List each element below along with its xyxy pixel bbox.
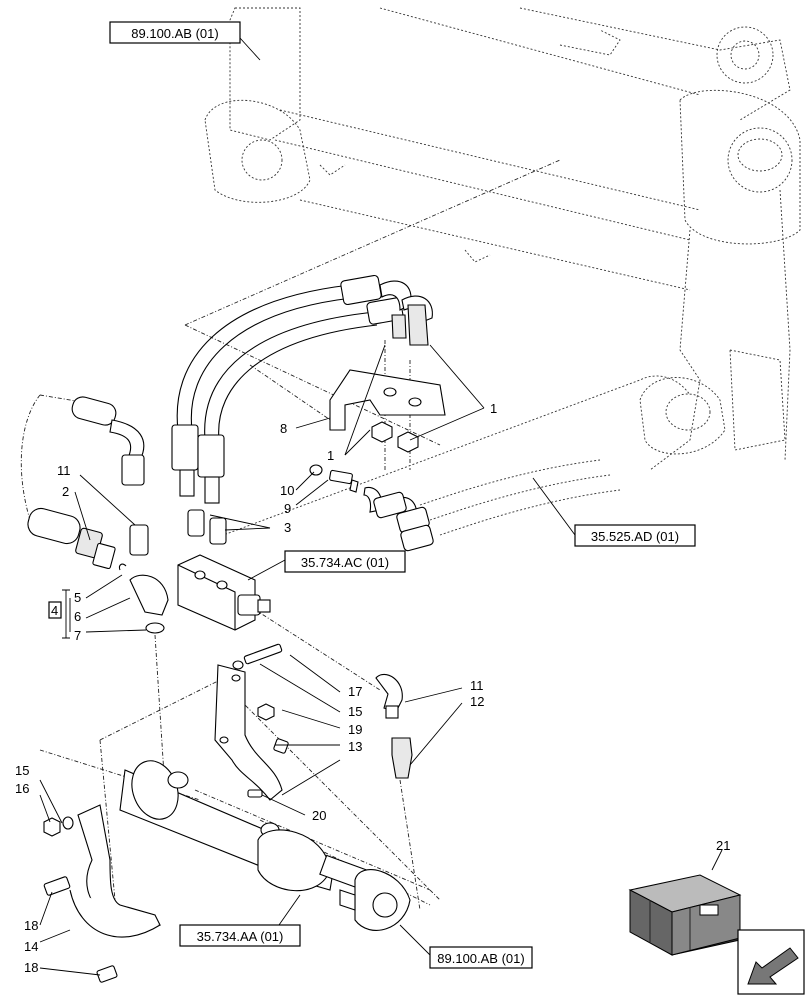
callout-13: 13	[348, 739, 362, 754]
ref-valve-block[interactable]: 35.734.AC (01)	[284, 550, 406, 573]
callout-10: 10	[280, 483, 294, 498]
callout-16: 16	[15, 781, 29, 796]
callout-8: 8	[280, 421, 287, 436]
leader-lines	[39, 37, 723, 976]
callout-7: 7	[74, 628, 81, 643]
callout-14: 14	[24, 939, 38, 954]
callout-18: 18	[24, 918, 38, 933]
callout-20: 20	[312, 808, 326, 823]
ref-frame-bottom[interactable]: 89.100.AB (01)	[429, 946, 533, 969]
callout-11: 11	[470, 678, 484, 693]
callout-5: 5	[74, 590, 81, 605]
ref-valve-block-label[interactable]: 35.734.AC (01)	[301, 555, 389, 570]
callout-18: 18	[24, 960, 38, 975]
callout-9: 9	[284, 501, 291, 516]
callout-11: 11	[57, 463, 71, 478]
callout-4-box: 4	[48, 601, 62, 619]
guard-plate	[214, 643, 289, 801]
callout-labels: 1 1 8 10 9 3 11 2 5 6 7 4 17 15 19 13 20…	[15, 401, 730, 975]
callout-1: 1	[490, 401, 497, 416]
left-fittings	[27, 396, 227, 634]
callout-17: 17	[348, 684, 362, 699]
callout-21: 21	[716, 838, 730, 853]
callout-12: 12	[470, 694, 484, 709]
hydraulic-hose-pair	[171, 274, 433, 504]
ref-hoses-right-label[interactable]: 35.525.AD (01)	[591, 529, 679, 544]
ref-hoses-right[interactable]: 35.525.AD (01)	[574, 524, 696, 547]
construction-lines	[20, 159, 561, 911]
callout-2: 2	[62, 484, 69, 499]
hydraulic-cylinder	[119, 760, 411, 931]
lower-hoses	[373, 459, 621, 552]
hex-nut	[371, 421, 393, 443]
callout-4: 4	[51, 603, 58, 618]
ref-frame-top[interactable]: 89.100.AB (01)	[109, 21, 241, 44]
hex-nut	[397, 431, 419, 453]
callout-1: 1	[327, 448, 334, 463]
arrow-down-left-icon[interactable]	[737, 929, 805, 995]
ref-frame-bottom-label[interactable]: 89.100.AB (01)	[437, 951, 524, 966]
strap-clamp	[43, 804, 161, 983]
ref-cylinder[interactable]: 35.734.AA (01)	[179, 924, 301, 947]
callout-3: 3	[284, 520, 291, 535]
callout-6: 6	[74, 609, 81, 624]
callout-15: 15	[15, 763, 29, 778]
ref-cylinder-label[interactable]: 35.734.AA (01)	[197, 929, 284, 944]
ref-frame-top-label[interactable]: 89.100.AB (01)	[131, 26, 218, 41]
bracket-assembly	[329, 369, 446, 453]
kit-crate-icon	[628, 874, 742, 956]
elbow-adapter-right	[375, 673, 413, 779]
loader-frame-outline	[204, 7, 801, 541]
callout-15: 15	[348, 704, 362, 719]
callout-19: 19	[348, 722, 362, 737]
valve-block	[177, 554, 271, 631]
